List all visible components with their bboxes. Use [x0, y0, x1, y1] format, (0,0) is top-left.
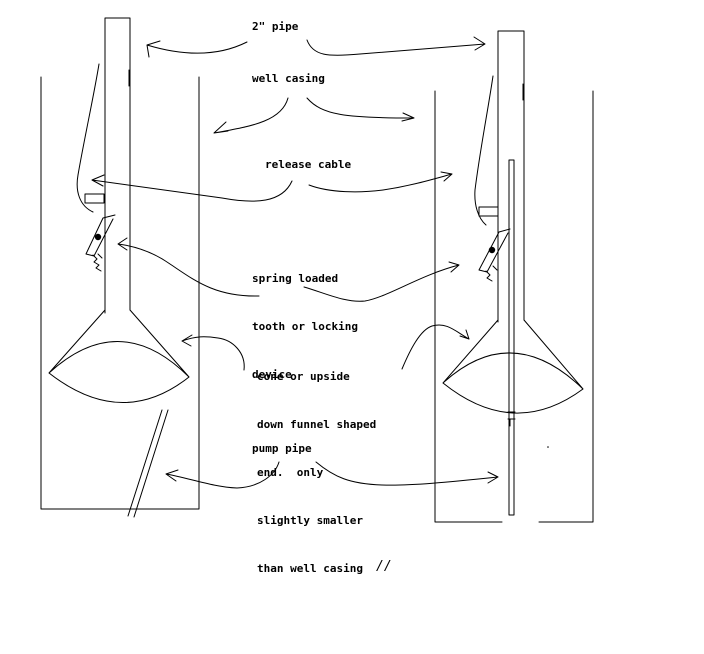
pump-arrow-left — [165, 461, 280, 489]
right-pump-pipe-joint — [507, 411, 516, 427]
label-spring-tooth-line-3: device — [252, 368, 292, 381]
right-cone — [442, 319, 584, 414]
left-latch-box — [84, 193, 105, 204]
cable-arrow-left — [91, 174, 293, 202]
right-latch-box — [478, 206, 499, 217]
left-assembly — [40, 17, 200, 518]
label-cone-funnel: cone or upside down funnel shaped end. o… — [257, 337, 376, 593]
right-pump-pipe — [508, 159, 515, 516]
label-two-inch-pipe: 2" pipe — [252, 20, 299, 33]
right-assembly — [434, 30, 594, 523]
label-spring-tooth-line-2: tooth or locking — [252, 320, 358, 333]
label-cone-line-4: slightly smaller — [257, 514, 363, 527]
left-release-cable — [76, 63, 100, 213]
label-spring-tooth-line-1: spring loaded — [252, 272, 339, 285]
label-cone-line-5: than well casing — [257, 562, 363, 575]
tooth-arrow-left — [117, 237, 260, 297]
label-release-cable: release cable — [265, 158, 352, 171]
left-cone — [48, 309, 190, 403]
left-well-casing — [40, 76, 200, 510]
cone-arrow-left — [181, 334, 245, 371]
label-spring-tooth: spring loaded tooth or locking device — [252, 239, 358, 399]
casing-arrow-left — [213, 97, 289, 134]
left-spring-tooth — [85, 214, 116, 272]
stray-dot — [547, 446, 549, 448]
label-slash-mark: // — [376, 559, 392, 574]
right-spring-tooth — [478, 228, 511, 282]
pump-arrow-right — [315, 461, 499, 486]
casing-arrow-right — [306, 97, 415, 122]
label-pump-pipe: pump pipe — [252, 442, 312, 455]
arrows — [91, 36, 499, 489]
right-well-casing — [434, 90, 594, 523]
cone-arrow-right — [401, 324, 470, 370]
pipe-arrow-right — [306, 36, 486, 56]
label-cone-line-2: down funnel shaped — [257, 418, 377, 431]
right-tooth-pivot — [488, 246, 496, 254]
pipe-arrow-left — [146, 40, 248, 58]
left-two-inch-pipe — [104, 17, 131, 314]
label-cone-line-3: end. only — [257, 466, 324, 479]
left-pump-pipe — [127, 409, 169, 518]
right-two-inch-pipe — [497, 30, 525, 323]
label-cone-line-1: cone or upside — [257, 370, 350, 383]
label-well-casing: well casing — [252, 72, 325, 85]
cable-arrow-right — [308, 171, 453, 193]
tooth-arrow-right — [303, 261, 460, 302]
left-tooth-pivot — [94, 233, 102, 241]
right-release-cable — [474, 75, 494, 226]
